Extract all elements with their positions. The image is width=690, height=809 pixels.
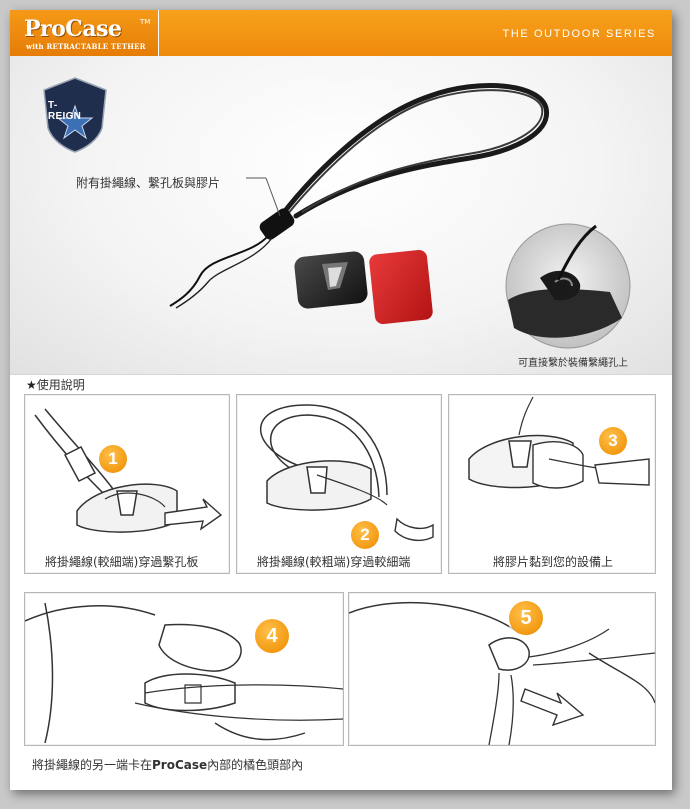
step-1-panel: 1 將掛繩線(較細端)穿過繫孔板 bbox=[24, 394, 230, 574]
step-1-number: 1 bbox=[99, 445, 127, 473]
step-2-illustration bbox=[259, 404, 434, 542]
usage-title: ★使用說明 bbox=[26, 376, 85, 393]
header-banner: ProCase TM with RETRACTABLE TETHER THE O… bbox=[10, 10, 672, 56]
final-caption-brand: ProCase bbox=[152, 758, 208, 772]
brand-logo: ProCase TM with RETRACTABLE TETHER bbox=[10, 10, 159, 56]
step-4-number: 4 bbox=[255, 619, 289, 653]
star-icon: ★ bbox=[26, 378, 37, 392]
step-5-panel: 5 bbox=[348, 592, 656, 746]
step-2-caption: 將掛繩線(較粗端)穿過較細端 bbox=[257, 555, 411, 569]
tether-plate bbox=[294, 251, 368, 309]
usage-title-text: 使用說明 bbox=[36, 378, 85, 392]
zoom-caption: 可直接繫於裝備繫繩孔上 bbox=[518, 358, 628, 369]
zoom-detail bbox=[505, 223, 631, 349]
badge-text: T-REIGN bbox=[48, 100, 82, 122]
step-5-number: 5 bbox=[509, 601, 543, 635]
step-1-illustration bbox=[34, 408, 223, 533]
brand-trademark: TM bbox=[140, 18, 151, 26]
step-1-caption: 將掛繩線(較細端)穿過繫孔板 bbox=[45, 555, 199, 569]
thin-string bbox=[169, 235, 269, 307]
step-2-panel: 2 將掛繩線(較粗端)穿過較細端 bbox=[236, 394, 442, 574]
final-caption: 將掛繩線的另一端卡在ProCase內部的橘色頭部內 bbox=[32, 756, 303, 773]
page-frame: ProCase TM with RETRACTABLE TETHER THE O… bbox=[10, 10, 672, 790]
cord-stopper bbox=[259, 208, 295, 240]
brand-name: ProCase bbox=[24, 16, 122, 42]
product-photo: T-REIGN 附有掛繩線、繫孔板與膠片 可直接繫於裝備繫繩孔上 bbox=[10, 56, 672, 375]
step-3-caption: 將膠片黏到您的設備上 bbox=[493, 555, 614, 569]
lanyard-cord bbox=[269, 83, 549, 231]
product-illustration bbox=[169, 83, 631, 349]
step-4-illustration bbox=[25, 602, 343, 744]
step-5-illustration bbox=[349, 601, 655, 745]
step-3-illustration bbox=[468, 396, 650, 489]
step-2-number: 2 bbox=[351, 521, 379, 549]
step-3-number: 3 bbox=[599, 427, 627, 455]
final-caption-suffix: 內部的橘色頭部內 bbox=[207, 758, 304, 772]
step-4-panel: 4 bbox=[24, 592, 344, 746]
final-caption-prefix: 將掛繩線的另一端卡在 bbox=[32, 758, 153, 772]
adhesive-pad bbox=[369, 249, 433, 325]
step-3-panel: 3 將膠片黏到您的設備上 bbox=[448, 394, 656, 574]
series-title: THE OUTDOOR SERIES bbox=[502, 28, 656, 40]
product-callout: 附有掛繩線、繫孔板與膠片 bbox=[76, 176, 221, 190]
brand-tagline: with RETRACTABLE TETHER bbox=[26, 42, 146, 51]
